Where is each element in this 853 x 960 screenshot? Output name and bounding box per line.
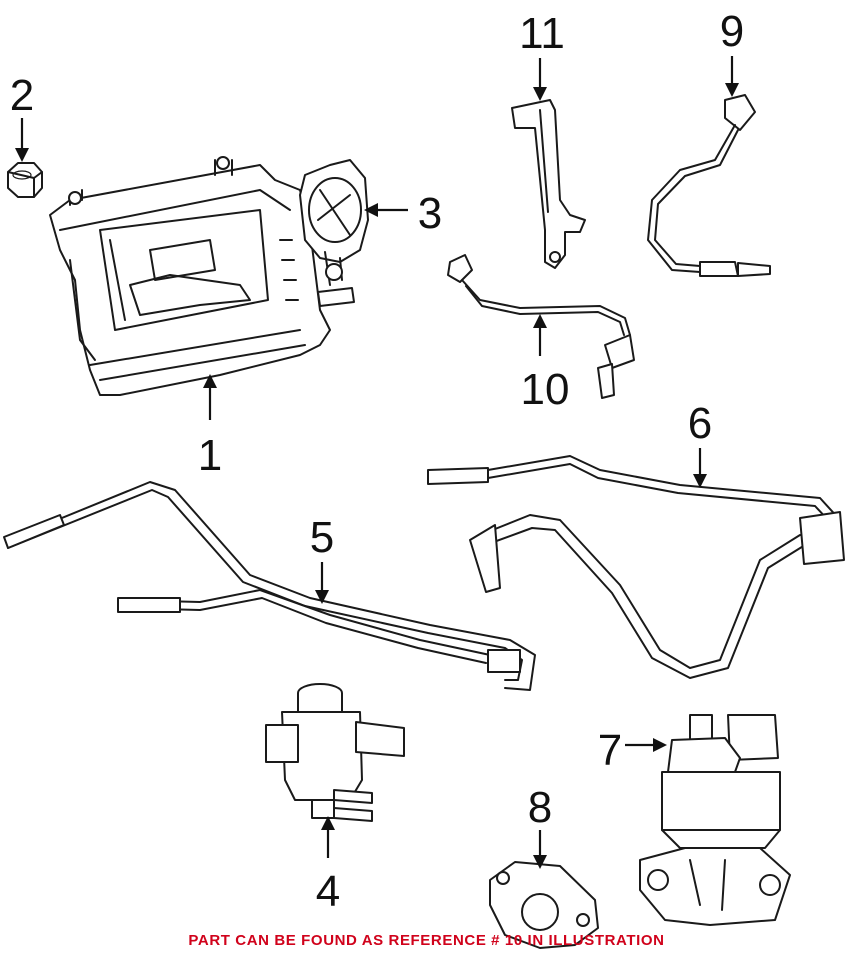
part-4-solenoid [265,683,405,822]
callout-1: 1 [198,431,222,480]
callout-2: 2 [10,71,34,120]
part-8-gasket [489,861,599,949]
callout-3: 3 [418,189,442,238]
part-7-egr-valve [639,714,791,926]
callout-8: 8 [528,783,552,832]
part-6-tube [427,455,845,679]
callout-5: 5 [310,513,334,562]
part-5-tube [3,481,536,691]
part-1-canister [49,156,355,396]
callout-11: 11 [519,9,565,58]
callout-9: 9 [720,7,744,56]
callout-arrows [15,56,739,869]
reference-note: PART CAN BE FOUND AS REFERENCE # 10 IN I… [188,932,665,949]
callout-6: 6 [688,399,712,448]
part-11-bracket [511,99,586,269]
callout-10: 10 [521,365,570,414]
callout-7: 7 [598,726,622,775]
callout-4: 4 [316,867,340,916]
part-2-nut [7,162,43,198]
part-10-oxygen-sensor [447,254,635,399]
part-3-valve [299,159,369,286]
part-9-oxygen-sensor [647,94,771,277]
